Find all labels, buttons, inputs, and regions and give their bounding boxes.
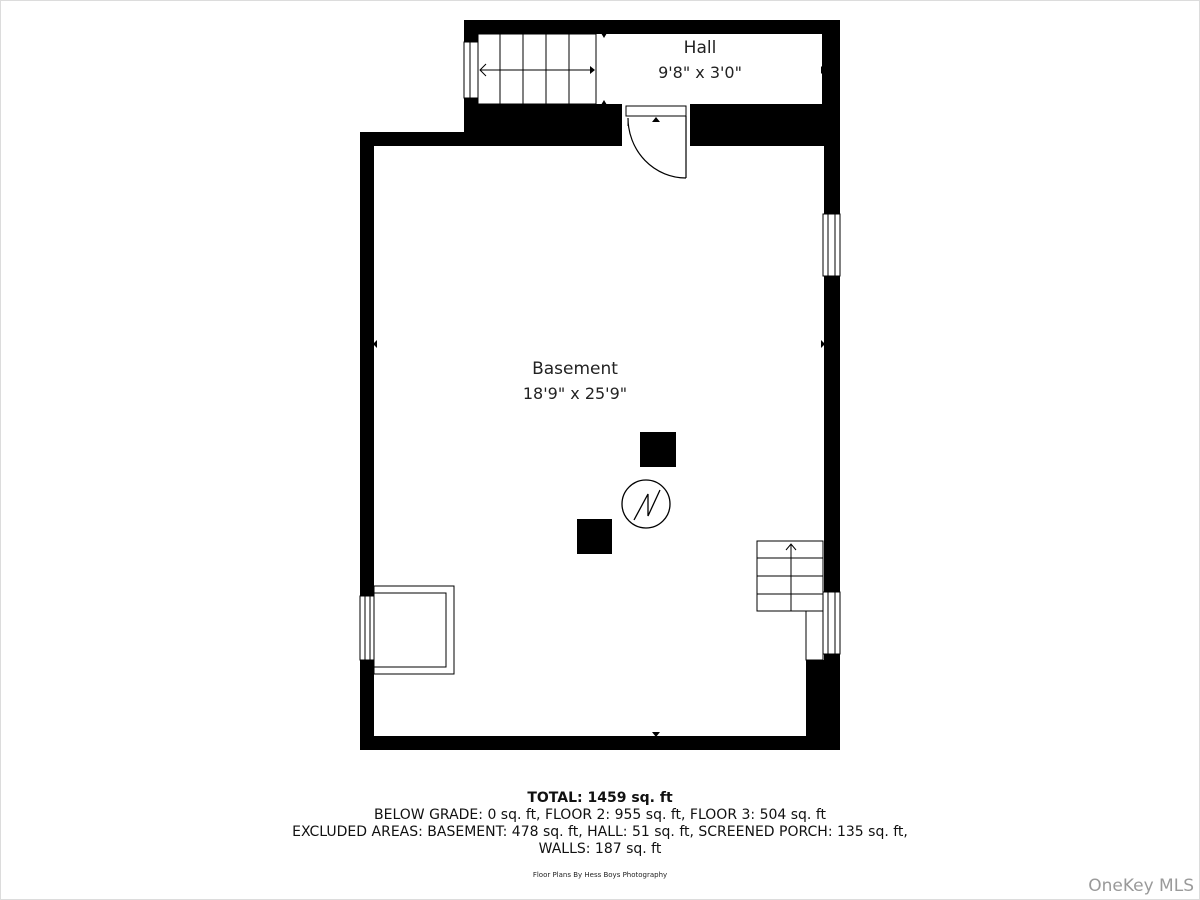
area-line-2: EXCLUDED AREAS: BASEMENT: 478 sq. ft, HA…: [292, 824, 908, 840]
basement-bottom-wall: [360, 736, 840, 750]
mls-watermark: OneKey MLS: [1088, 876, 1194, 896]
hall-stairs-end-marker: [590, 66, 595, 74]
hall-dimension-markers: [601, 33, 825, 105]
basement-stairs: [756, 540, 824, 661]
support-column-upper: [640, 432, 676, 467]
hall-top-wall: [464, 20, 840, 34]
basement-dimension-markers: [373, 340, 825, 737]
hall-left-wall-lower: [464, 98, 478, 132]
basement-right-window-lower: [822, 591, 841, 655]
basement-left-window: [359, 595, 375, 661]
hall-dimensions: 9'8" x 3'0": [658, 63, 742, 82]
basement-name: Basement: [532, 359, 618, 379]
basement-right-window-upper: [822, 213, 841, 277]
basement-door: [622, 104, 690, 179]
door-marker: [652, 117, 660, 122]
hall-stairs: [477, 33, 597, 105]
hall-name: Hall: [684, 38, 717, 58]
area-summary: TOTAL: 1459 sq. ft BELOW GRADE: 0 sq. ft…: [0, 790, 1200, 858]
basement-walls: [360, 132, 840, 750]
credit-text: Floor Plans By Hess Boys Photography: [532, 871, 668, 879]
window-well-box: [373, 585, 455, 675]
hall-left-wall: [464, 20, 478, 42]
hall-left-window: [463, 41, 479, 99]
total-area: TOTAL: 1459 sq. ft: [527, 790, 673, 806]
basement-top-wall-left: [360, 132, 622, 146]
support-column-lower: [577, 519, 612, 554]
area-line-1: BELOW GRADE: 0 sq. ft, FLOOR 2: 955 sq. …: [374, 807, 826, 823]
hall-walls: [464, 20, 840, 146]
floor-plan: Hall 9'8" x 3'0" Basement 18'9" x 25'9": [359, 20, 841, 750]
basement-dimensions: 18'9" x 25'9": [523, 384, 627, 403]
basement-corner-block: [806, 660, 840, 750]
hall-bottom-wall-right: [690, 104, 840, 146]
area-line-3: WALLS: 187 sq. ft: [538, 841, 662, 857]
water-heater-symbol: [621, 479, 671, 529]
